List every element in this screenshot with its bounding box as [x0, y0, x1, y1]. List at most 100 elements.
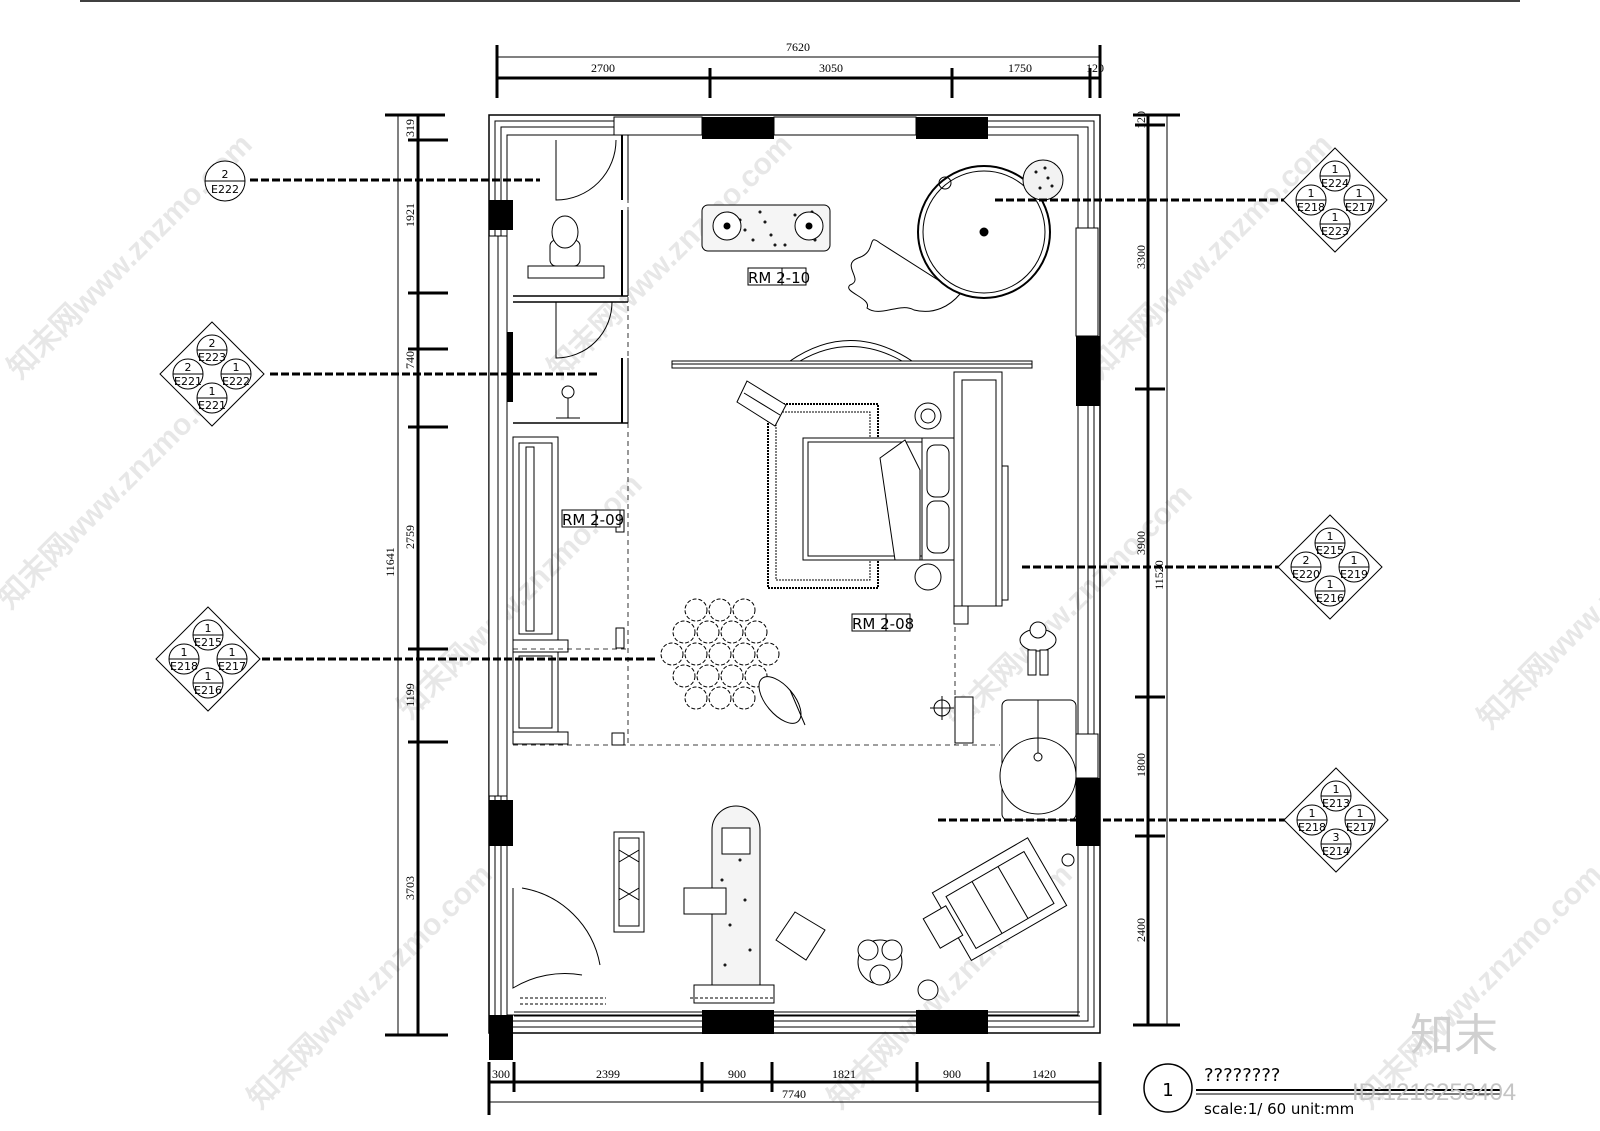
elevation-number: 1 [181, 646, 188, 659]
elevation-code: E222 [211, 183, 239, 196]
dimension-text: 1420 [1032, 1067, 1056, 1081]
rug-motif [672, 620, 696, 644]
dimension-text: 900 [728, 1067, 746, 1081]
drawing-number: 1 [1162, 1080, 1173, 1101]
left-wall-columns [488, 200, 513, 1060]
elevation-code: E215 [194, 636, 222, 649]
elevation-number: 1 [1332, 211, 1339, 224]
dimension-text: 2399 [596, 1067, 620, 1081]
drawing-scale: scale:1/ 60 unit:mm [1204, 1100, 1354, 1118]
elevation-number: 2 [1303, 554, 1310, 567]
rug-motif [744, 620, 768, 644]
elevation-number: 1 [205, 622, 212, 635]
dimension-text: 3900 [1134, 531, 1148, 555]
dimension-text: 2759 [403, 525, 417, 549]
dimension-text: 3703 [403, 876, 417, 900]
rug-motif [684, 598, 708, 622]
elevation-number: 1 [1308, 187, 1315, 200]
watermark: 知末网www.znzmo.com [242, 858, 499, 1115]
dimension-text: 1821 [832, 1067, 856, 1081]
bed [802, 437, 955, 561]
elevation-code: E216 [194, 684, 222, 697]
round-bathtub [848, 159, 1064, 312]
rug-motif [732, 686, 756, 710]
watermark: 知末网www.znzmo.com [392, 468, 649, 725]
rug-motif [684, 642, 708, 666]
rug-motif [720, 664, 744, 688]
rug-motif [708, 642, 732, 666]
rug-motif [720, 620, 744, 644]
elevation-number: 1 [1332, 163, 1339, 176]
washbasin [556, 385, 580, 419]
rug-motif [708, 686, 732, 710]
elevation-number: 1 [1357, 807, 1364, 820]
sofa [922, 837, 1075, 962]
elevation-code: E218 [1298, 821, 1326, 834]
dimension-text: 1750 [1008, 61, 1032, 75]
bench-sofa [953, 371, 1009, 625]
person-figure [1019, 621, 1057, 676]
dimension-text: 319 [403, 119, 417, 137]
elevation-code: E224 [1321, 177, 1349, 190]
dimension-text: 1921 [403, 203, 417, 227]
elevation-code: E218 [1297, 201, 1325, 214]
doors [512, 139, 617, 989]
elevation-code: E217 [218, 660, 246, 673]
dimension-text: 120 [1134, 111, 1148, 129]
rug-motif [672, 664, 696, 688]
dimension-text: 2700 [591, 61, 615, 75]
elevation-code: E216 [1316, 592, 1344, 605]
bed-headboard [671, 340, 1033, 369]
luggage-cart [736, 380, 787, 427]
dimension-text: 7620 [786, 40, 810, 54]
elevation-number: 1 [1356, 187, 1363, 200]
title-block: 1 ???????? scale:1/ 60 unit:mm [1143, 1063, 1500, 1118]
elevation-tag[interactable]: 2 E222 [204, 160, 246, 202]
watermark: 知末网www.znzmo.com [1082, 128, 1339, 385]
elevation-number: 1 [205, 670, 212, 683]
elevation-code: E214 [1322, 845, 1350, 858]
room-label: RM 2-10 [747, 267, 810, 287]
elevation-number: 2 [209, 337, 216, 350]
elevation-number: 1 [1333, 783, 1340, 796]
dimension-text: 7740 [782, 1087, 806, 1101]
elevation-number: 1 [1351, 554, 1358, 567]
elevation-number: 2 [222, 168, 229, 181]
bottom-dimension [487, 1062, 1102, 1115]
tv-cabinet [613, 831, 645, 933]
dimension-text: 120 [1086, 61, 1104, 75]
round-mirror [999, 699, 1077, 821]
rug-motif [660, 642, 684, 666]
elevation-number: 2 [185, 361, 192, 374]
elevation-leaders [250, 178, 1318, 822]
round-rug [660, 598, 780, 710]
rug-motif [708, 598, 732, 622]
elevation-code: E215 [1316, 544, 1344, 557]
elevation-code: E223 [1321, 225, 1349, 238]
elevation-code: E221 [198, 399, 226, 412]
elevation-code: E219 [1340, 568, 1368, 581]
elevation-number: 1 [1327, 530, 1334, 543]
rug-motif [696, 620, 720, 644]
dimension-text: 11520 [1152, 560, 1166, 590]
rug-motif [732, 598, 756, 622]
left-dimension [385, 113, 448, 1037]
wardrobe [512, 436, 569, 745]
dimension-text: 900 [943, 1067, 961, 1081]
armchair-lounge [758, 676, 806, 726]
elevation-code: E213 [1322, 797, 1350, 810]
side-table [914, 402, 942, 591]
brand-watermark: 知末 [1410, 1010, 1498, 1061]
dimension-text: 3300 [1134, 245, 1148, 269]
radiator [520, 997, 774, 1005]
desk-island [683, 805, 775, 1004]
elevation-code: E223 [198, 351, 226, 364]
elevation-number: 3 [1333, 831, 1340, 844]
elevation-number: 1 [1309, 807, 1316, 820]
